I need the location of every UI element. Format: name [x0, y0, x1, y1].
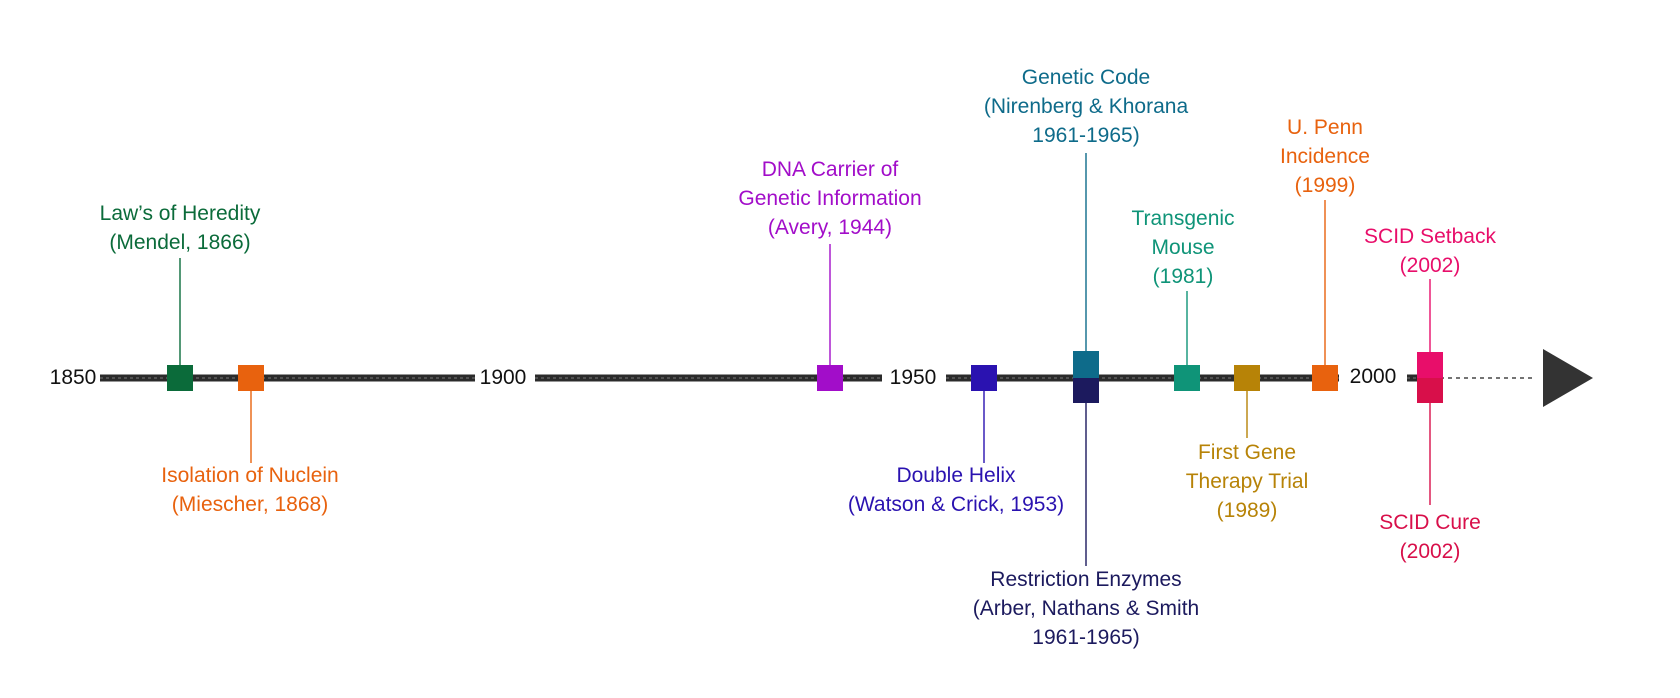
year-label-1900: 1900	[479, 366, 527, 389]
label-line: U. Penn	[1287, 116, 1363, 139]
label-restriction-enzymes: Restriction Enzymes (Arber, Nathans & Smi…	[973, 565, 1199, 652]
year-label-1950: 1950	[889, 366, 937, 389]
label-line: 1961-1965)	[1032, 124, 1140, 147]
marker-scid-cure	[1417, 378, 1443, 403]
label-line: Genetic Code	[1021, 66, 1151, 89]
label-line: DNA Carrier of	[761, 158, 899, 181]
connector-lines	[179, 153, 1431, 566]
label-line: (2002)	[1399, 254, 1461, 277]
marker-genetic-code	[1073, 351, 1099, 378]
event-markers	[167, 351, 1443, 403]
label-line: Law’s of Heredity	[99, 202, 261, 225]
label-genetic-code: Genetic Code (Nirenberg & Khorana 1961-196…	[984, 63, 1188, 150]
marker-isolation-of-nuclein	[238, 365, 264, 391]
label-line: Genetic Information	[738, 187, 922, 210]
marker-laws-of-heredity	[167, 365, 193, 391]
label-line: Incidence	[1280, 145, 1370, 168]
label-dna-carrier: DNA Carrier of Genetic Information (Avery,…	[738, 155, 921, 242]
label-line: SCID Cure	[1379, 511, 1481, 534]
marker-scid-setback	[1417, 352, 1443, 378]
label-scid-setback: SCID Setback (2002)	[1364, 222, 1496, 280]
label-line: Isolation of Nuclein	[161, 464, 339, 487]
label-scid-cure: SCID Cure (2002)	[1379, 508, 1481, 566]
marker-transgenic-mouse	[1174, 365, 1200, 391]
label-line: (Mendel, 1866)	[109, 231, 251, 254]
label-laws-of-heredity: Law’s of Heredity (Mendel, 1866)	[100, 199, 261, 257]
marker-restriction-enzymes	[1073, 378, 1099, 403]
label-line: (Miescher, 1868)	[171, 493, 329, 516]
year-label-1850: 1850	[49, 366, 97, 389]
label-line: (Nirenberg & Khorana	[983, 95, 1189, 118]
label-line: (Arber, Nathans & Smith	[972, 597, 1200, 620]
marker-dna-carrier	[817, 365, 843, 391]
axis-arrowhead	[1543, 349, 1593, 407]
marker-first-gene-therapy	[1234, 365, 1260, 391]
label-line: 1961-1965)	[1032, 626, 1140, 649]
label-double-helix: Double Helix (Watson & Crick, 1953)	[848, 461, 1064, 519]
marker-upenn-incidence	[1312, 365, 1338, 391]
label-line: Mouse	[1151, 236, 1215, 259]
label-line: Restriction Enzymes	[990, 568, 1182, 591]
label-line: (2002)	[1399, 540, 1461, 563]
label-line: SCID Setback	[1364, 225, 1496, 248]
label-line: First Gene	[1197, 441, 1297, 464]
label-line: Double Helix	[896, 464, 1016, 487]
label-line: (Avery, 1944)	[767, 216, 893, 239]
label-line: (1989)	[1216, 499, 1278, 522]
label-line: Therapy Trial	[1185, 470, 1309, 493]
year-label-2000: 2000	[1349, 365, 1397, 388]
label-line: (Watson & Crick, 1953)	[847, 493, 1065, 516]
label-line: (1981)	[1152, 265, 1214, 288]
label-line: (1999)	[1294, 174, 1356, 197]
label-line: Transgenic	[1131, 207, 1235, 230]
label-isolation-of-nuclein: Isolation of Nuclein (Miescher, 1868)	[161, 461, 338, 519]
marker-double-helix	[971, 365, 997, 391]
